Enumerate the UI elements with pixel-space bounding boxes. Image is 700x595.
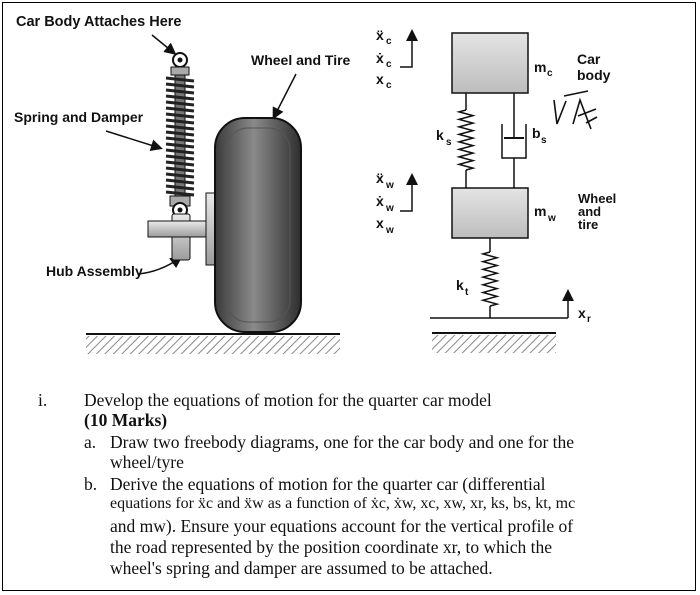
svg-text:s: s bbox=[541, 135, 547, 146]
part-a-line2: wheel/tyre bbox=[110, 452, 184, 472]
svg-text:k: k bbox=[456, 277, 464, 293]
svg-text:ẋ: ẋ bbox=[376, 193, 384, 209]
damper-bs-label: b s bbox=[532, 125, 547, 146]
svg-text:r: r bbox=[587, 314, 591, 325]
part-b-line3: and mw). Ensure your equations account f… bbox=[110, 516, 574, 536]
handwritten-mark-2 bbox=[572, 97, 598, 130]
spring-ks bbox=[456, 109, 476, 171]
svg-text:m: m bbox=[534, 59, 546, 75]
label-hub-assembly: Hub Assembly bbox=[46, 263, 143, 279]
part-b-line1: Derive the equations of motion for the q… bbox=[110, 474, 546, 494]
svg-text:ẍ: ẍ bbox=[376, 27, 384, 43]
svg-text:x: x bbox=[578, 305, 586, 321]
question-number: i. bbox=[38, 390, 48, 410]
part-b-line5: wheel's spring and damper are assumed to… bbox=[110, 558, 493, 578]
wheel-label-line3: tire bbox=[578, 217, 598, 232]
wheel-tire bbox=[214, 117, 302, 333]
label-wheel-and-tire: Wheel and Tire bbox=[251, 52, 351, 68]
arrow-spring-damper bbox=[105, 130, 163, 152]
svg-text:w: w bbox=[385, 225, 394, 236]
spring-ks-label: k s bbox=[436, 127, 452, 148]
shock-absorber bbox=[165, 52, 195, 218]
svg-text:c: c bbox=[386, 36, 392, 47]
svg-text:b: b bbox=[532, 125, 541, 141]
svg-text:x: x bbox=[376, 71, 384, 87]
svg-text:k: k bbox=[436, 127, 444, 143]
svg-text:c: c bbox=[547, 68, 553, 79]
svg-text:s: s bbox=[446, 137, 452, 148]
car-body-displacement-arrow bbox=[400, 29, 418, 68]
damper-bs bbox=[501, 93, 527, 188]
spring-kt-label: k t bbox=[456, 277, 469, 298]
handwritten-mark-1 bbox=[553, 90, 589, 125]
arrow-wheel-tire bbox=[272, 73, 297, 120]
car-body-label-line2: body bbox=[577, 67, 611, 83]
wheel-mass-block bbox=[451, 187, 529, 239]
part-b-line2: equations for ẍc and ẍw as a function of… bbox=[110, 495, 576, 512]
part-a-line1: Draw two freebody diagrams, one for the … bbox=[110, 432, 575, 452]
svg-text:c: c bbox=[386, 59, 392, 70]
car-body-mass-label: m c bbox=[534, 59, 553, 79]
car-body-state-labels: ẍ c ẋ c x c bbox=[376, 27, 392, 91]
svg-text:w: w bbox=[385, 180, 394, 191]
wheel-label-line1: Wheel bbox=[578, 191, 616, 206]
quarter-car-diagram: Car Body Attaches Here Wheel and Tire Sp… bbox=[14, 14, 616, 354]
ground-left bbox=[86, 333, 340, 354]
arrow-car-body bbox=[151, 34, 177, 55]
part-b-line4: the road represented by the position coo… bbox=[110, 537, 553, 557]
label-car-body-attaches: Car Body Attaches Here bbox=[16, 14, 181, 30]
part-a-label: a. bbox=[84, 432, 97, 452]
svg-text:c: c bbox=[386, 80, 392, 91]
wheel-label-line2: and bbox=[578, 204, 601, 219]
wheel-state-labels: ẍ w ẋ w x w bbox=[376, 170, 394, 236]
svg-text:ẋ: ẋ bbox=[376, 50, 384, 66]
road-input-label: x r bbox=[578, 305, 591, 325]
svg-text:w: w bbox=[385, 203, 394, 214]
car-body-label-line1: Car bbox=[577, 51, 601, 67]
hub-assembly bbox=[147, 192, 223, 266]
question-title: Develop the equations of motion for the … bbox=[84, 390, 492, 410]
ground-right bbox=[432, 332, 556, 353]
label-spring-and-damper: Spring and Damper bbox=[14, 109, 144, 125]
car-body-mass-block bbox=[451, 32, 529, 94]
question-marks: (10 Marks) bbox=[84, 410, 168, 430]
part-b-label: b. bbox=[84, 474, 98, 494]
svg-text:t: t bbox=[465, 287, 469, 298]
wheel-displacement-arrow bbox=[400, 173, 418, 212]
svg-text:m: m bbox=[534, 203, 546, 219]
wheel-mass-label: m w bbox=[534, 203, 556, 224]
spring-kt bbox=[480, 251, 500, 307]
svg-text:x: x bbox=[376, 215, 384, 231]
svg-text:ẍ: ẍ bbox=[376, 170, 384, 186]
svg-text:w: w bbox=[547, 213, 556, 224]
